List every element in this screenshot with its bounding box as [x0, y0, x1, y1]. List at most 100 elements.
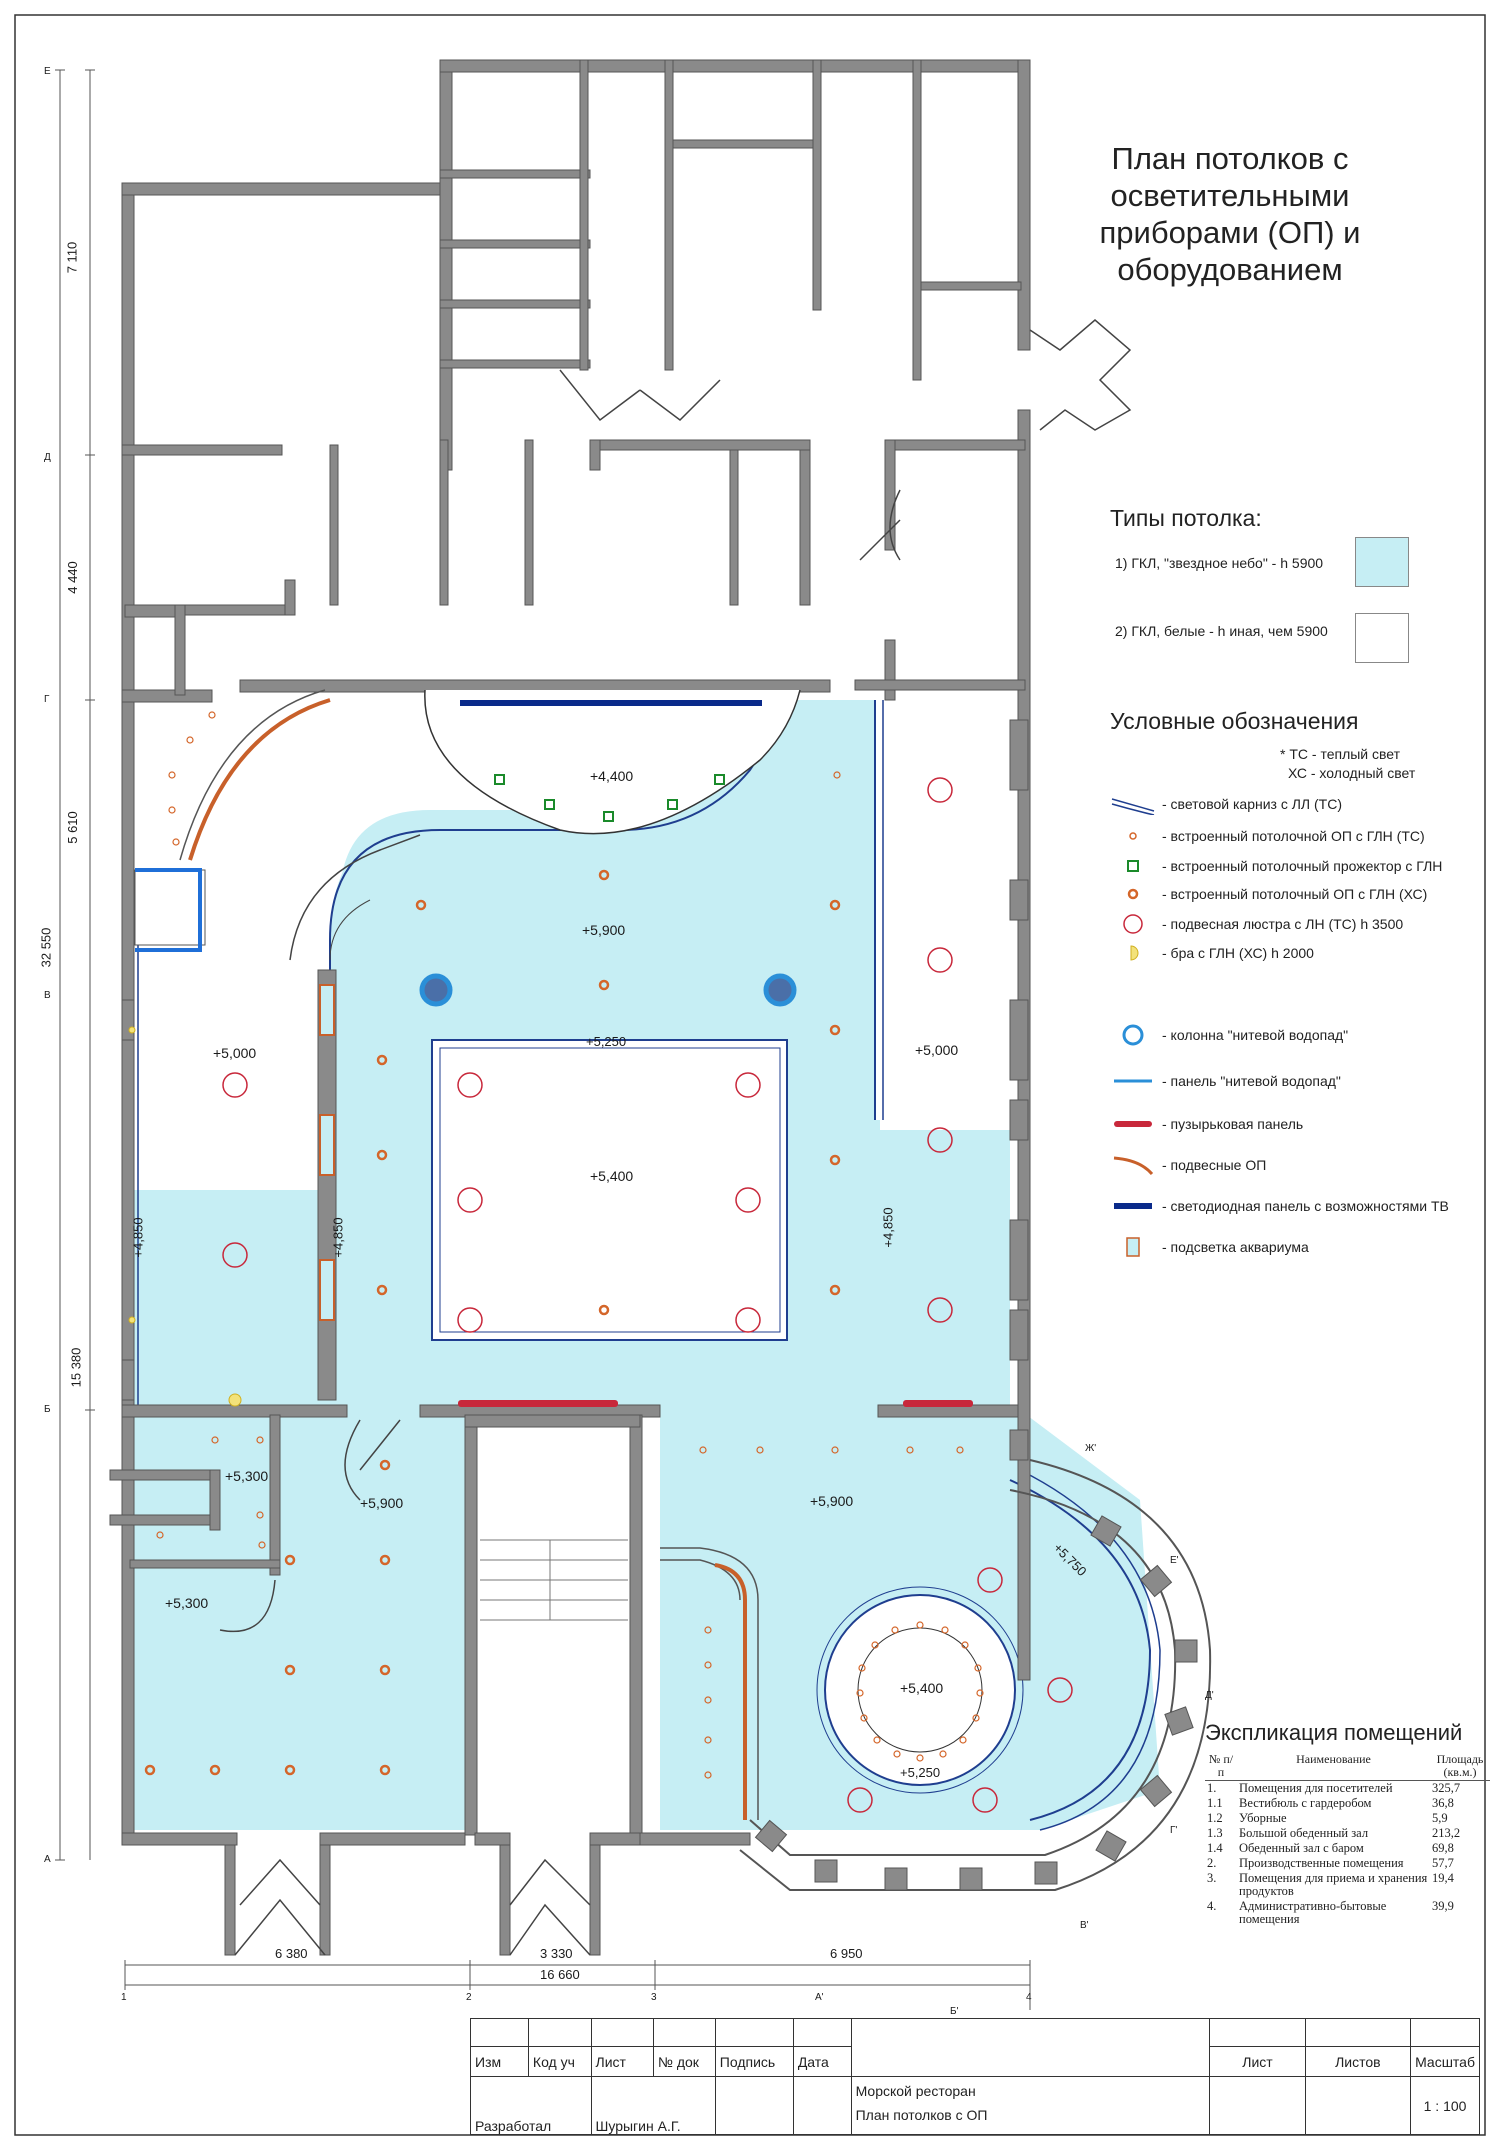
- legend-item-spot-projector: - встроенный потолочный прожектор с ГЛН: [1110, 855, 1442, 877]
- drawing-frame: [14, 14, 1486, 2136]
- legend-heading: Условные обозначения: [1110, 708, 1359, 734]
- level-4400: +4,400: [590, 768, 634, 784]
- expl-header-name: Наименование: [1237, 1752, 1430, 1781]
- legend-label: - подвесная люстра с ЛН (ТС) h 3500: [1162, 916, 1404, 932]
- spot-projector-icon: [1110, 855, 1156, 877]
- stamp-list: Лист: [590, 2046, 654, 2077]
- level-4850-left: +4,850: [130, 1217, 146, 1258]
- legend-item-cold-downlight: - встроенный потолочный ОП с ГЛН (ХС): [1110, 883, 1427, 905]
- level-5250-round: +5,250: [900, 1765, 941, 1780]
- ceiling-type-2-label: 2) ГКЛ, белые - h иная, чем 5900: [1115, 623, 1328, 639]
- chandelier-icon: [1110, 913, 1156, 935]
- level-5900-bar: +5,900: [810, 1493, 854, 1509]
- dimension-lines: [55, 69, 1031, 2010]
- legend-item-bubble-panel: - пузырьковая панель: [1110, 1113, 1303, 1135]
- stamp-developer-label: Разработал: [470, 2076, 592, 2135]
- axis-bottom-5: 4: [1026, 1992, 1032, 2003]
- axis-left-1: Е: [44, 66, 51, 77]
- legend-item-water-panel: - панель "нитевой водопад": [1110, 1070, 1341, 1092]
- legend-item-warm-downlight: - встроенный потолочной ОП с ГЛН (ТС): [1110, 825, 1425, 847]
- pendant-arc-left: [188, 698, 331, 861]
- ceiling-4400-dome: [424, 689, 801, 835]
- legend-item-aquarium-light: - подсветка аквариума: [1110, 1236, 1309, 1258]
- bubble-panel-icon: [1110, 1113, 1156, 1135]
- explication-title: Экспликация помещений: [1205, 1720, 1463, 1745]
- led-tv-panel: [460, 700, 762, 706]
- water-column-1: [419, 973, 453, 1007]
- pendant-arc-right: [714, 1563, 747, 1820]
- axis-right-4: Г': [1170, 1825, 1178, 1836]
- legend-item-chandelier: - подвесная люстра с ЛН (ТС) h 3500: [1110, 913, 1403, 935]
- water-column-icon: [1110, 1024, 1156, 1046]
- stairs: [480, 1539, 628, 1621]
- legend-item-water-column: - колонна "нитевой водопад": [1110, 1024, 1348, 1046]
- axis-right-1: Ж': [1085, 1443, 1097, 1454]
- warm-downlights: [156, 711, 984, 1779]
- legend-label: - встроенный потолочный ОП с ГЛН (ХС): [1162, 886, 1428, 902]
- legend-item-pendant-light: - подвесные ОП: [1110, 1154, 1266, 1176]
- title-block: Изм Код уч Лист № док Подпись Дата Лист …: [470, 2018, 1480, 2135]
- legend-label: - световой карниз с ЛЛ (ТС): [1162, 796, 1342, 812]
- level-4850-right: +4,850: [880, 1207, 896, 1248]
- legend-item-light-cove: - световой карниз с ЛЛ (ТС): [1110, 793, 1342, 815]
- legend-label: - встроенный потолочной ОП с ГЛН (ТС): [1162, 828, 1425, 844]
- expl-header-area: Площадь (кв.м.): [1430, 1752, 1490, 1781]
- dim-bottom-3: 6 950: [830, 1946, 863, 1961]
- ceiling-type-2-swatch: [1355, 613, 1409, 663]
- stamp-podpis: Подпись: [714, 2046, 794, 2077]
- stamp-data: Дата: [792, 2046, 852, 2077]
- legend-note-cold: ХС - холодный свет: [1288, 765, 1416, 781]
- dim-left-3: 5 610: [64, 811, 80, 844]
- stamp-kod: Код уч: [527, 2046, 592, 2077]
- stamp-izm: Изм: [470, 2046, 529, 2077]
- axis-bottom-6: Б': [950, 2006, 959, 2017]
- stamp-scale-header: Масштаб: [1410, 2046, 1480, 2077]
- axis-left-4: В: [44, 990, 51, 1001]
- legend-item-led-tv-panel: - светодиодная панель с возможностями ТВ: [1110, 1195, 1449, 1217]
- legend-label: - панель "нитевой водопад": [1162, 1073, 1341, 1089]
- level-5300-wc: +5,300: [225, 1468, 269, 1484]
- spot-projectors: [494, 774, 725, 822]
- bay-window-piers: [754, 1515, 1198, 1891]
- walls: [109, 59, 1031, 1956]
- level-4850-mid: +4,850: [330, 1217, 346, 1258]
- axis-left-6: А: [44, 1854, 51, 1865]
- ceiling-5250-center: [431, 1039, 788, 1341]
- explication: Экспликация помещений № п/п Наименование…: [1205, 1720, 1490, 1927]
- aquarium-lights: [319, 984, 335, 1321]
- legend-label: - колонна "нитевой водопад": [1162, 1027, 1349, 1043]
- ceiling-type-1-label: 1) ГКЛ, "звездное небо" - h 5900: [1115, 555, 1324, 571]
- level-5900-vestibule: +5,900: [360, 1495, 404, 1511]
- level-5250-center: +5,250: [586, 1034, 627, 1049]
- stamp-sheet-title: План потолков с ОП: [855, 2107, 988, 2123]
- stamp-list-header: Лист: [1209, 2046, 1306, 2077]
- legend-label: - подсветка аквариума: [1162, 1239, 1309, 1255]
- bubble-panel-2: [903, 1400, 973, 1407]
- axis-left-2: Д: [44, 452, 51, 463]
- dim-bottom-2: 3 330: [540, 1946, 573, 1961]
- water-panel-icon: [1110, 1070, 1156, 1092]
- dim-bottom-4: 16 660: [540, 1967, 580, 1982]
- level-5400-round: +5,400: [900, 1680, 944, 1696]
- legend-label: - светодиодная панель с возможностями ТВ: [1162, 1198, 1449, 1214]
- chandeliers: [222, 777, 1073, 1813]
- water-column-2: [763, 973, 797, 1007]
- axis-bottom-3: 3: [651, 1992, 657, 2003]
- level-5300-cloak: +5,300: [165, 1595, 209, 1611]
- legend-item-wall-sconce: - бра с ГЛН (ХС) h 2000: [1110, 942, 1314, 964]
- door-swings: [219, 319, 1132, 1956]
- expl-header-num: № п/п: [1205, 1752, 1237, 1781]
- level-5000-left: +5,000: [213, 1045, 257, 1061]
- cold-downlights: [144, 869, 841, 1776]
- pendant-light-icon: [1110, 1154, 1156, 1176]
- stamp-author: Шурыгин А.Г.: [590, 2076, 716, 2135]
- wall-sconces: [128, 1026, 242, 1407]
- stamp-ndok: № док: [652, 2046, 716, 2077]
- legend-label: - встроенный потолочный прожектор с ГЛН: [1162, 858, 1443, 874]
- axis-bottom-1: 1: [121, 1992, 127, 2003]
